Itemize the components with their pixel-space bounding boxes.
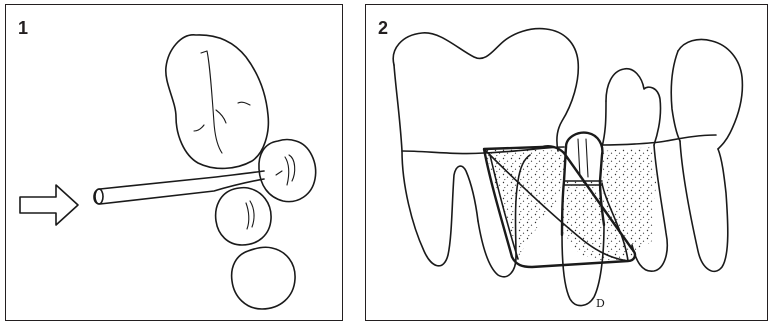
figure-panel-2: 2 xyxy=(365,4,768,321)
tooth-large-top xyxy=(166,35,269,169)
tooth-round-2 xyxy=(216,188,271,245)
figure-panel-1: 1 xyxy=(5,4,343,321)
gum-line xyxy=(402,135,716,154)
panel-2-drawing: D xyxy=(366,5,769,322)
bone-area xyxy=(484,147,656,261)
panel-1-drawing xyxy=(6,5,344,322)
annotation-label: D xyxy=(596,297,605,310)
tooth-right-incisor xyxy=(671,39,742,271)
tooth-round-3 xyxy=(232,247,295,309)
tooth-round-1 xyxy=(259,140,316,202)
arrow-icon xyxy=(20,185,78,225)
